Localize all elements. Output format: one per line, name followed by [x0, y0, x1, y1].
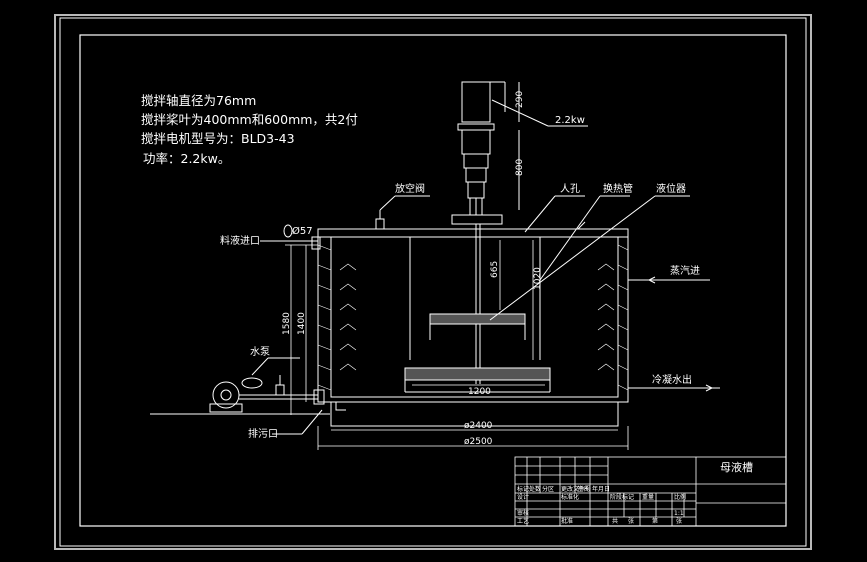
jacket-right-hatching: [617, 244, 629, 391]
drain-label: 排污口: [248, 427, 278, 440]
feed-inlet-label: 料液进口: [220, 234, 260, 247]
note-line-4: 功率：2.2kw。: [143, 151, 230, 166]
svg-text:年月日: 年月日: [592, 485, 610, 493]
drawing-border: [79, 34, 787, 527]
note-line-1: 搅拌轴直径为76mm: [141, 93, 256, 108]
drain-valve: [313, 389, 325, 405]
svg-text:1:1: 1:1: [674, 510, 684, 517]
tank: [317, 224, 629, 427]
svg-text:标记: 标记: [517, 485, 529, 493]
svg-text:分区: 分区: [542, 485, 554, 493]
note-line-3: 搅拌电机型号为：BLD3-43: [141, 131, 295, 146]
svg-text:第: 第: [652, 517, 658, 525]
steam-in-label: 蒸汽进: [670, 264, 700, 277]
upper-impeller: [429, 313, 526, 325]
feed-inlet-flange: [311, 236, 321, 250]
svg-text:张: 张: [676, 517, 682, 525]
motor-power-label: 2.2kw: [555, 115, 585, 126]
dim-height-outer: 1580: [282, 312, 292, 335]
svg-text:处数: 处数: [529, 485, 541, 493]
vent-valve-label: 放空阀: [395, 182, 425, 195]
dim-motor-height: 290: [515, 91, 525, 108]
dim-reducer-height: 800: [515, 159, 525, 176]
sheet-outer-frame: [54, 14, 812, 550]
svg-text:比例: 比例: [674, 493, 686, 501]
motor-assembly: [451, 81, 520, 225]
mount-base: [451, 214, 503, 225]
svg-text:设计: 设计: [517, 493, 529, 501]
drawing-name: 母液槽: [720, 460, 753, 474]
pump-label: 水泵: [250, 346, 270, 358]
tank-bottom-skirt: [330, 401, 619, 427]
manhole-label: 人孔: [560, 183, 580, 195]
note-line-2: 搅拌桨叶为400mm和600mm，共2付: [141, 112, 358, 127]
title-block: [514, 456, 787, 527]
feed-diameter-label: Ø57: [292, 225, 313, 237]
pump: [150, 357, 330, 415]
condensate-out-label: 冷凝水出: [652, 373, 692, 386]
coil-right: [597, 263, 615, 371]
svg-text:签名: 签名: [577, 485, 589, 493]
dim-inner-diameter: ø2400: [464, 421, 493, 431]
tank-inner-wall: [330, 236, 619, 398]
svg-text:更改文件号: 更改文件号: [561, 485, 591, 493]
dim-shaft-lower: 1020: [533, 267, 543, 290]
svg-text:张: 张: [628, 517, 634, 525]
svg-text:重量: 重量: [642, 493, 654, 501]
dim-height-inner: 1400: [297, 312, 307, 335]
svg-text:批准: 批准: [561, 517, 573, 525]
svg-text:工艺: 工艺: [517, 517, 529, 525]
svg-text:审核: 审核: [517, 509, 529, 517]
motor: [461, 81, 491, 123]
level-gauge-label: 液位器: [656, 182, 686, 195]
notes-block: 搅拌轴直径为76mm 搅拌桨叶为400mm和600mm，共2付 搅拌电机型号为：…: [141, 93, 358, 166]
svg-text:阶段标记: 阶段标记: [610, 493, 634, 501]
dim-impeller-span: 1200: [468, 387, 491, 397]
jacket-left-hatching: [317, 244, 332, 391]
svg-text:标准化: 标准化: [561, 493, 579, 501]
title-block-cells: 标记 处数 分区 更改文件号 签名 年月日 设计 标准化 阶段标记 重量 比例 …: [517, 485, 686, 525]
sheet-frame: [59, 17, 807, 547]
dim-outer-diameter: ø2500: [464, 437, 493, 447]
dim-shaft-upper: 665: [490, 261, 500, 278]
lower-impeller: [404, 367, 551, 381]
coil-left: [339, 263, 357, 371]
svg-text:共: 共: [612, 517, 618, 525]
heat-pipe-label: 换热管: [603, 182, 633, 195]
